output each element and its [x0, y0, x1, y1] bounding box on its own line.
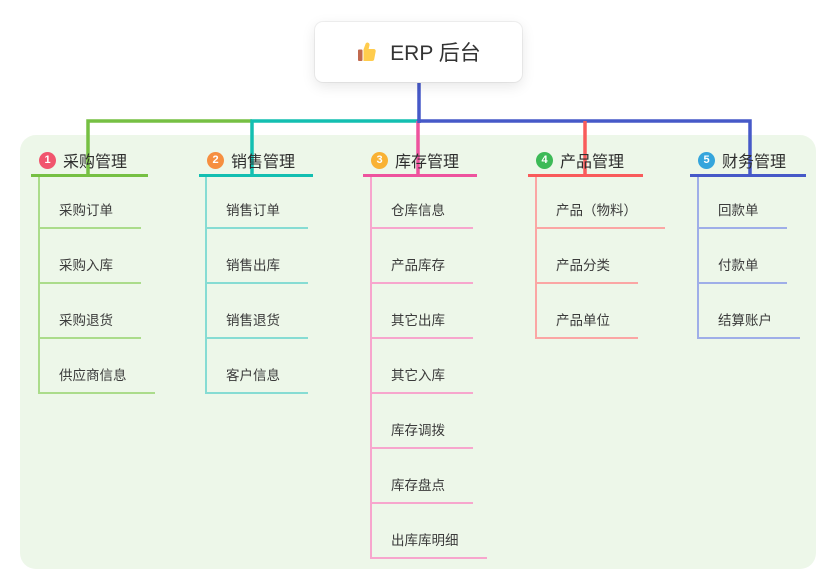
branch-children: 回款单付款单结算账户 [697, 177, 800, 339]
child-item[interactable]: 出库库明细 [372, 504, 487, 559]
child-label: 销售退货 [226, 313, 280, 328]
child-item[interactable]: 产品（物料） [537, 177, 665, 229]
branch-number-badge: 3 [371, 151, 388, 169]
child-item[interactable]: 销售订单 [207, 177, 308, 229]
child-item[interactable]: 回款单 [699, 177, 787, 229]
branch-label: 产品管理 [560, 154, 625, 171]
child-item[interactable]: 库存盘点 [372, 449, 473, 504]
root-label: ERP 后台 [390, 42, 481, 65]
child-label: 客户信息 [226, 368, 280, 383]
child-item[interactable]: 供应商信息 [40, 339, 155, 394]
child-item[interactable]: 客户信息 [207, 339, 308, 394]
child-label: 付款单 [718, 258, 759, 273]
branch-number-badge: 2 [207, 151, 224, 169]
child-label: 产品分类 [556, 258, 610, 273]
branch-children: 采购订单采购入库采购退货供应商信息 [38, 177, 155, 394]
child-item[interactable]: 采购入库 [40, 229, 141, 284]
child-item[interactable]: 库存调拨 [372, 394, 473, 449]
child-label: 其它出库 [391, 313, 445, 328]
branch-children: 仓库信息产品库存其它出库其它入库库存调拨库存盘点出库库明细 [370, 177, 487, 559]
child-label: 销售订单 [226, 203, 280, 218]
child-label: 供应商信息 [59, 368, 127, 383]
branch-title[interactable]: 4 产品管理 [528, 146, 643, 177]
root-node[interactable]: ERP 后台 [315, 22, 522, 82]
child-label: 采购订单 [59, 203, 113, 218]
branch-children: 销售订单销售出库销售退货客户信息 [205, 177, 308, 394]
child-label: 采购入库 [59, 258, 113, 273]
branch-label: 销售管理 [231, 154, 296, 171]
branch-title[interactable]: 3 库存管理 [363, 146, 477, 177]
child-label: 产品单位 [556, 313, 610, 328]
child-item[interactable]: 其它入库 [372, 339, 473, 394]
child-label: 其它入库 [391, 368, 445, 383]
child-item[interactable]: 销售出库 [207, 229, 308, 284]
child-item[interactable]: 产品单位 [537, 284, 638, 339]
child-item[interactable]: 结算账户 [699, 284, 800, 339]
child-item[interactable]: 销售退货 [207, 284, 308, 339]
child-label: 产品库存 [391, 258, 445, 273]
child-label: 仓库信息 [391, 203, 445, 218]
thumbs-up-icon [356, 40, 380, 64]
branch-label: 采购管理 [63, 154, 128, 171]
branch-label: 财务管理 [722, 154, 787, 171]
child-item[interactable]: 产品分类 [537, 229, 638, 284]
child-item[interactable]: 采购退货 [40, 284, 141, 339]
child-item[interactable]: 付款单 [699, 229, 787, 284]
child-label: 库存调拨 [391, 423, 445, 438]
child-label: 产品（物料） [556, 203, 637, 218]
branches-panel [20, 135, 816, 569]
child-item[interactable]: 其它出库 [372, 284, 473, 339]
child-label: 采购退货 [59, 313, 113, 328]
branch-number-badge: 5 [698, 151, 715, 169]
child-label: 回款单 [718, 203, 759, 218]
branch-title[interactable]: 1 采购管理 [31, 146, 148, 177]
branch-number-badge: 1 [39, 151, 56, 169]
branch-children: 产品（物料） 产品分类产品单位 [535, 177, 665, 339]
branch-number-badge: 4 [536, 151, 553, 169]
child-label: 结算账户 [718, 313, 772, 328]
branch-label: 库存管理 [395, 154, 460, 171]
child-item[interactable]: 产品库存 [372, 229, 473, 284]
child-label: 出库库明细 [391, 533, 459, 548]
child-label: 库存盘点 [391, 478, 445, 493]
child-item[interactable]: 采购订单 [40, 177, 141, 229]
child-item[interactable]: 仓库信息 [372, 177, 473, 229]
child-label: 销售出库 [226, 258, 280, 273]
branch-title[interactable]: 2 销售管理 [199, 146, 313, 177]
branch-title[interactable]: 5 财务管理 [690, 146, 806, 177]
